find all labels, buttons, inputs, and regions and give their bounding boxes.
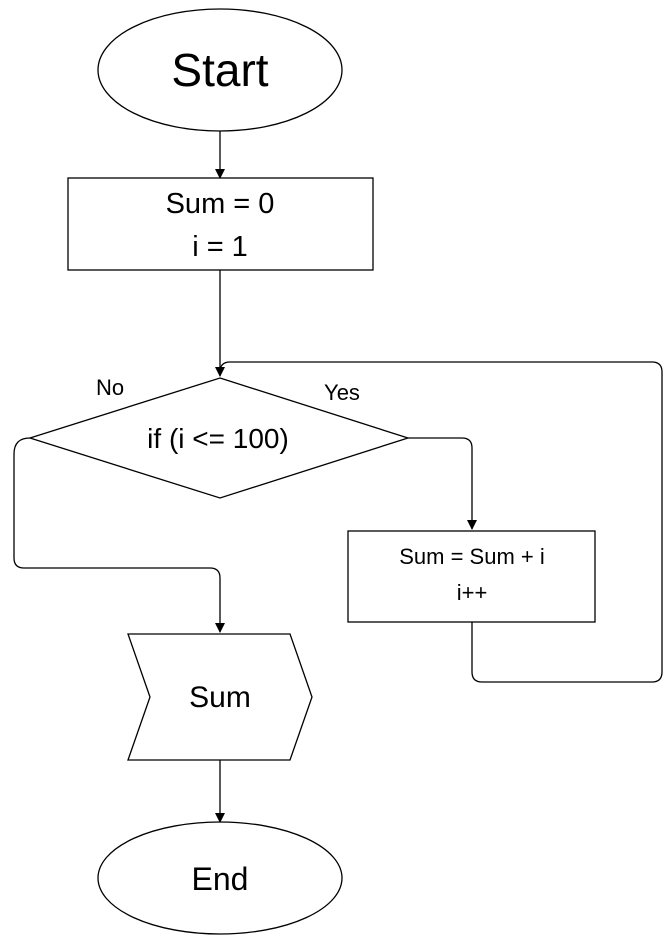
init-process-box xyxy=(67,177,374,271)
end-label: End xyxy=(192,861,249,897)
start-terminal xyxy=(97,8,343,132)
decision-diamond xyxy=(27,377,411,499)
init-i-label: i = 1 xyxy=(192,231,248,263)
update-sum-label: Sum = Sum + i xyxy=(399,544,545,569)
no-branch-label: No xyxy=(96,375,124,400)
decision-label: if (i <= 100) xyxy=(147,423,289,454)
edge-decision-yes xyxy=(408,437,477,530)
end-terminal xyxy=(97,821,343,935)
update-process-box xyxy=(347,530,596,623)
update-i-label: i++ xyxy=(457,580,488,605)
edge-decision-no xyxy=(13,437,225,633)
yes-branch-label: Yes xyxy=(324,380,360,405)
init-sum-label: Sum = 0 xyxy=(166,188,275,220)
start-label: Start xyxy=(171,44,268,96)
output-display-shape xyxy=(127,633,313,761)
edge-loop-back xyxy=(219,361,663,683)
output-label: Sum xyxy=(189,681,251,714)
